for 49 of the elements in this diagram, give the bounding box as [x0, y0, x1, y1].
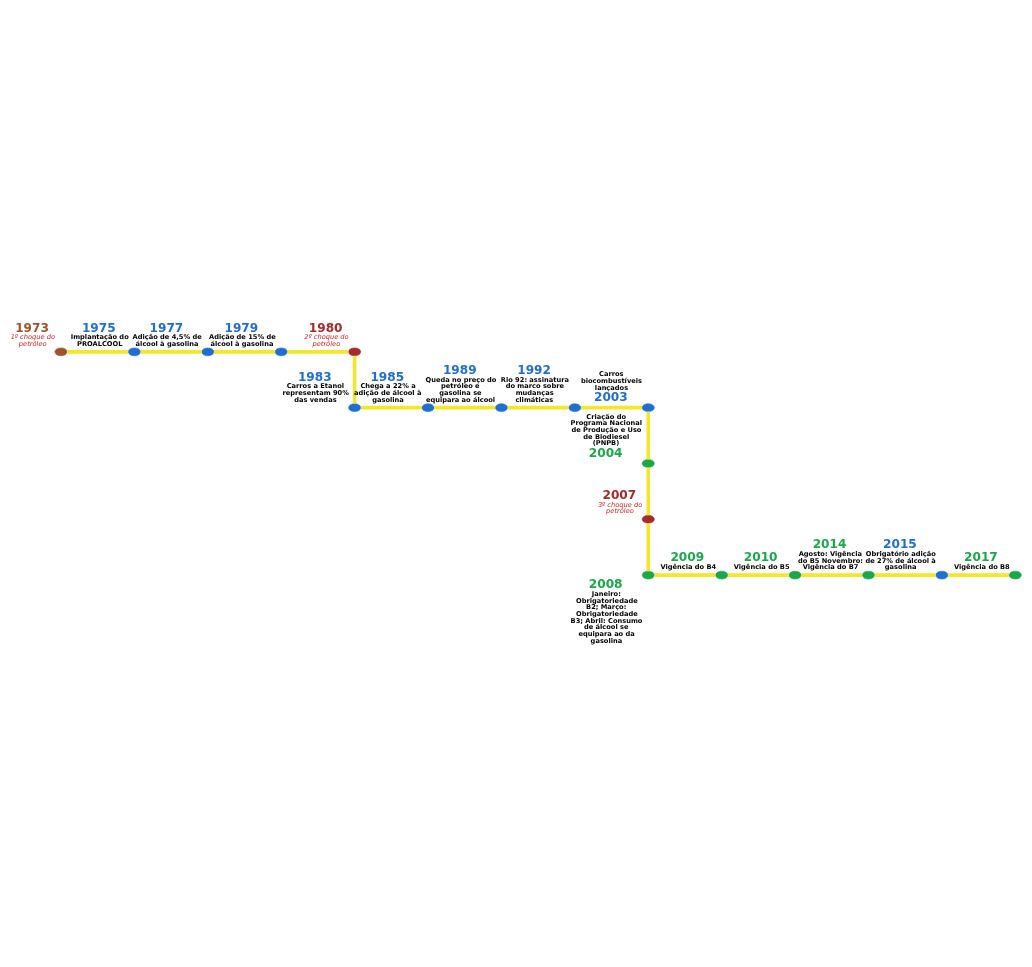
node-label: 2008: [588, 577, 623, 592]
connector: [360, 405, 422, 410]
connector: [214, 350, 275, 354]
node-label: 1975: [81, 320, 116, 335]
node-label: 1992: [517, 362, 551, 377]
node-circle: [568, 403, 582, 412]
node-label: 1985: [370, 369, 405, 384]
node-label: 1979: [224, 320, 259, 335]
node-circle: [274, 347, 288, 357]
node-circle: [935, 570, 949, 580]
connector: [581, 405, 642, 410]
node-circle: [641, 459, 655, 468]
connector: [948, 573, 1009, 577]
node-label: 1983: [297, 369, 332, 384]
connector: [434, 405, 496, 410]
node-label: 1977: [149, 320, 184, 335]
connector: [646, 523, 651, 572]
connector: [874, 573, 936, 577]
node-circle: [348, 347, 361, 357]
node-label: 2007: [602, 487, 637, 502]
node-circle: [641, 403, 655, 412]
node-circle: [641, 570, 655, 580]
connector: [352, 355, 357, 404]
connector: [646, 467, 651, 516]
node-label: 2009: [670, 550, 705, 565]
node-circle: [788, 570, 802, 580]
node-circle: [201, 347, 215, 357]
connector: [646, 411, 651, 460]
connector: [727, 573, 789, 577]
connector: [507, 405, 569, 410]
node-label: 2010: [743, 550, 778, 565]
connector: [801, 573, 863, 577]
connector: [287, 350, 349, 354]
node-label: 1980: [308, 320, 343, 335]
node-circle: [54, 347, 68, 357]
node-label: 2004: [588, 445, 623, 460]
node-circle: [862, 570, 875, 580]
connector: [654, 573, 716, 577]
node-label: 1973: [15, 320, 49, 335]
node-circle: [715, 570, 729, 580]
node-circle: [421, 403, 435, 412]
node-label: 1989: [442, 362, 477, 377]
node-circle: [348, 403, 361, 412]
node-circle: [1008, 570, 1022, 580]
node-circle: [128, 347, 141, 357]
connector: [67, 350, 129, 354]
node-circle: [641, 515, 655, 524]
connector: [140, 350, 202, 354]
node-circle: [495, 403, 508, 412]
